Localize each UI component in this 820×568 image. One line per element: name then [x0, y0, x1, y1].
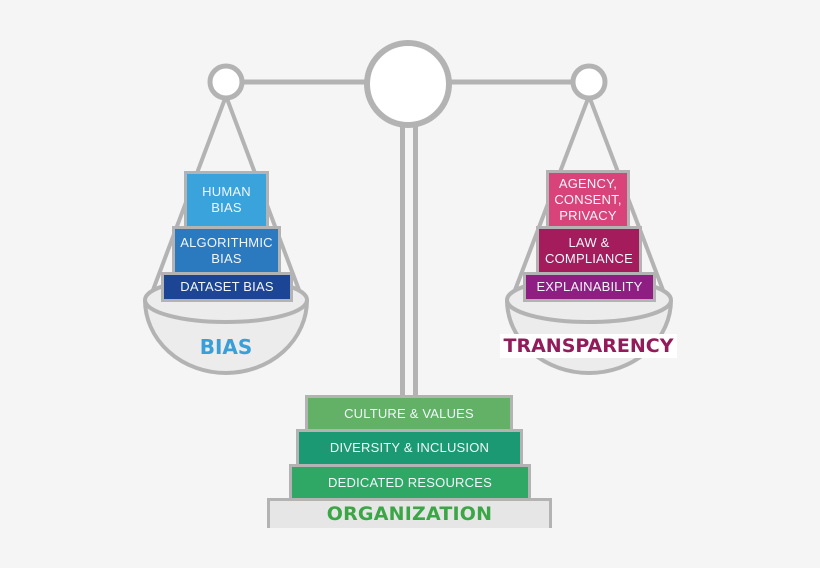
center-pivot-icon [364, 40, 452, 128]
transparency-label: TRANSPARENCY [500, 334, 677, 358]
dedicated-resources-step: DEDICATED RESOURCES [289, 464, 531, 501]
human-bias-block: HUMAN BIAS [184, 171, 269, 229]
diversity-inclusion-step: DIVERSITY & INCLUSION [296, 429, 523, 467]
scale-pole [400, 118, 418, 403]
dedicated-resources-label: DEDICATED RESOURCES [328, 474, 492, 490]
law-compliance-block: LAW & COMPLIANCE [536, 226, 642, 275]
explainability-block: EXPLAINABILITY [523, 272, 656, 302]
algorithmic-bias-block: ALGORITHMIC BIAS [172, 226, 281, 275]
law-compliance-label: LAW & COMPLIANCE [545, 234, 633, 266]
agency-consent-privacy-block: AGENCY, CONSENT, PRIVACY [546, 170, 630, 229]
dataset-bias-block: DATASET BIAS [161, 272, 293, 302]
culture-values-label: CULTURE & VALUES [344, 405, 474, 421]
left-pivot-icon [207, 63, 245, 101]
culture-values-step: CULTURE & VALUES [305, 395, 513, 432]
diversity-inclusion-label: DIVERSITY & INCLUSION [329, 440, 490, 455]
agency-consent-privacy-label: AGENCY, CONSENT, PRIVACY [554, 175, 622, 223]
organization-stand: CULTURE & VALUES DIVERSITY & INCLUSION D… [260, 395, 560, 528]
human-bias-label: HUMAN BIAS [202, 184, 251, 215]
right-pivot-icon [570, 63, 608, 101]
organization-label: ORGANIZATION [326, 503, 493, 525]
bias-label: BIAS [199, 335, 253, 359]
explainability-label: EXPLAINABILITY [536, 279, 643, 294]
algorithmic-bias-label: ALGORITHMIC BIAS [180, 234, 273, 266]
dataset-bias-label: DATASET BIAS [180, 279, 274, 294]
organization-base: ORGANIZATION [267, 498, 552, 528]
